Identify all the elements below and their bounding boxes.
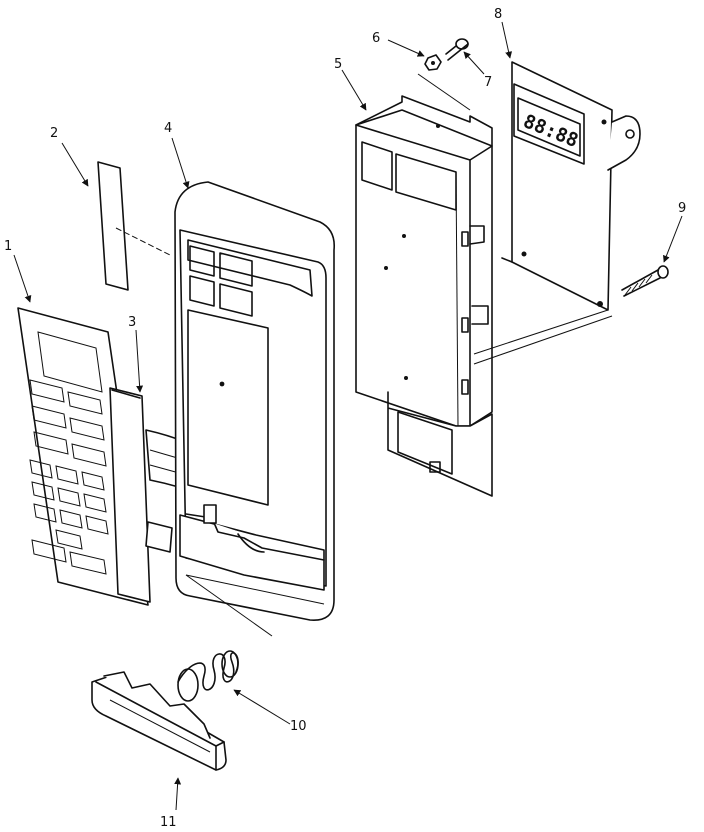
part-10-spring bbox=[177, 650, 239, 702]
part-9-screw bbox=[621, 265, 669, 297]
callout-5: 5 bbox=[334, 57, 342, 72]
part-5-metal-chassis bbox=[355, 95, 493, 497]
callout-10: 10 bbox=[290, 719, 307, 734]
callout-1: 1 bbox=[4, 239, 12, 254]
callout-leaders bbox=[13, 21, 683, 811]
callout-labels: 1 2 3 4 5 6 7 8 9 10 11 bbox=[4, 7, 686, 830]
part-8-display-board: 88:88 bbox=[501, 61, 641, 311]
callout-7: 7 bbox=[484, 75, 492, 90]
callout-8: 8 bbox=[494, 7, 502, 22]
callout-6: 6 bbox=[372, 31, 380, 46]
connection-lines bbox=[417, 73, 613, 365]
callout-4: 4 bbox=[164, 121, 172, 136]
callout-9: 9 bbox=[678, 201, 686, 216]
callout-3: 3 bbox=[128, 315, 136, 330]
part-2-label-strip bbox=[97, 161, 171, 291]
callout-11: 11 bbox=[160, 815, 177, 830]
part-7-screw bbox=[445, 38, 469, 61]
part-4-control-housing bbox=[174, 181, 336, 637]
part-6-nut bbox=[424, 54, 442, 71]
callout-2: 2 bbox=[50, 126, 58, 141]
part-11-latch-button bbox=[91, 671, 227, 771]
